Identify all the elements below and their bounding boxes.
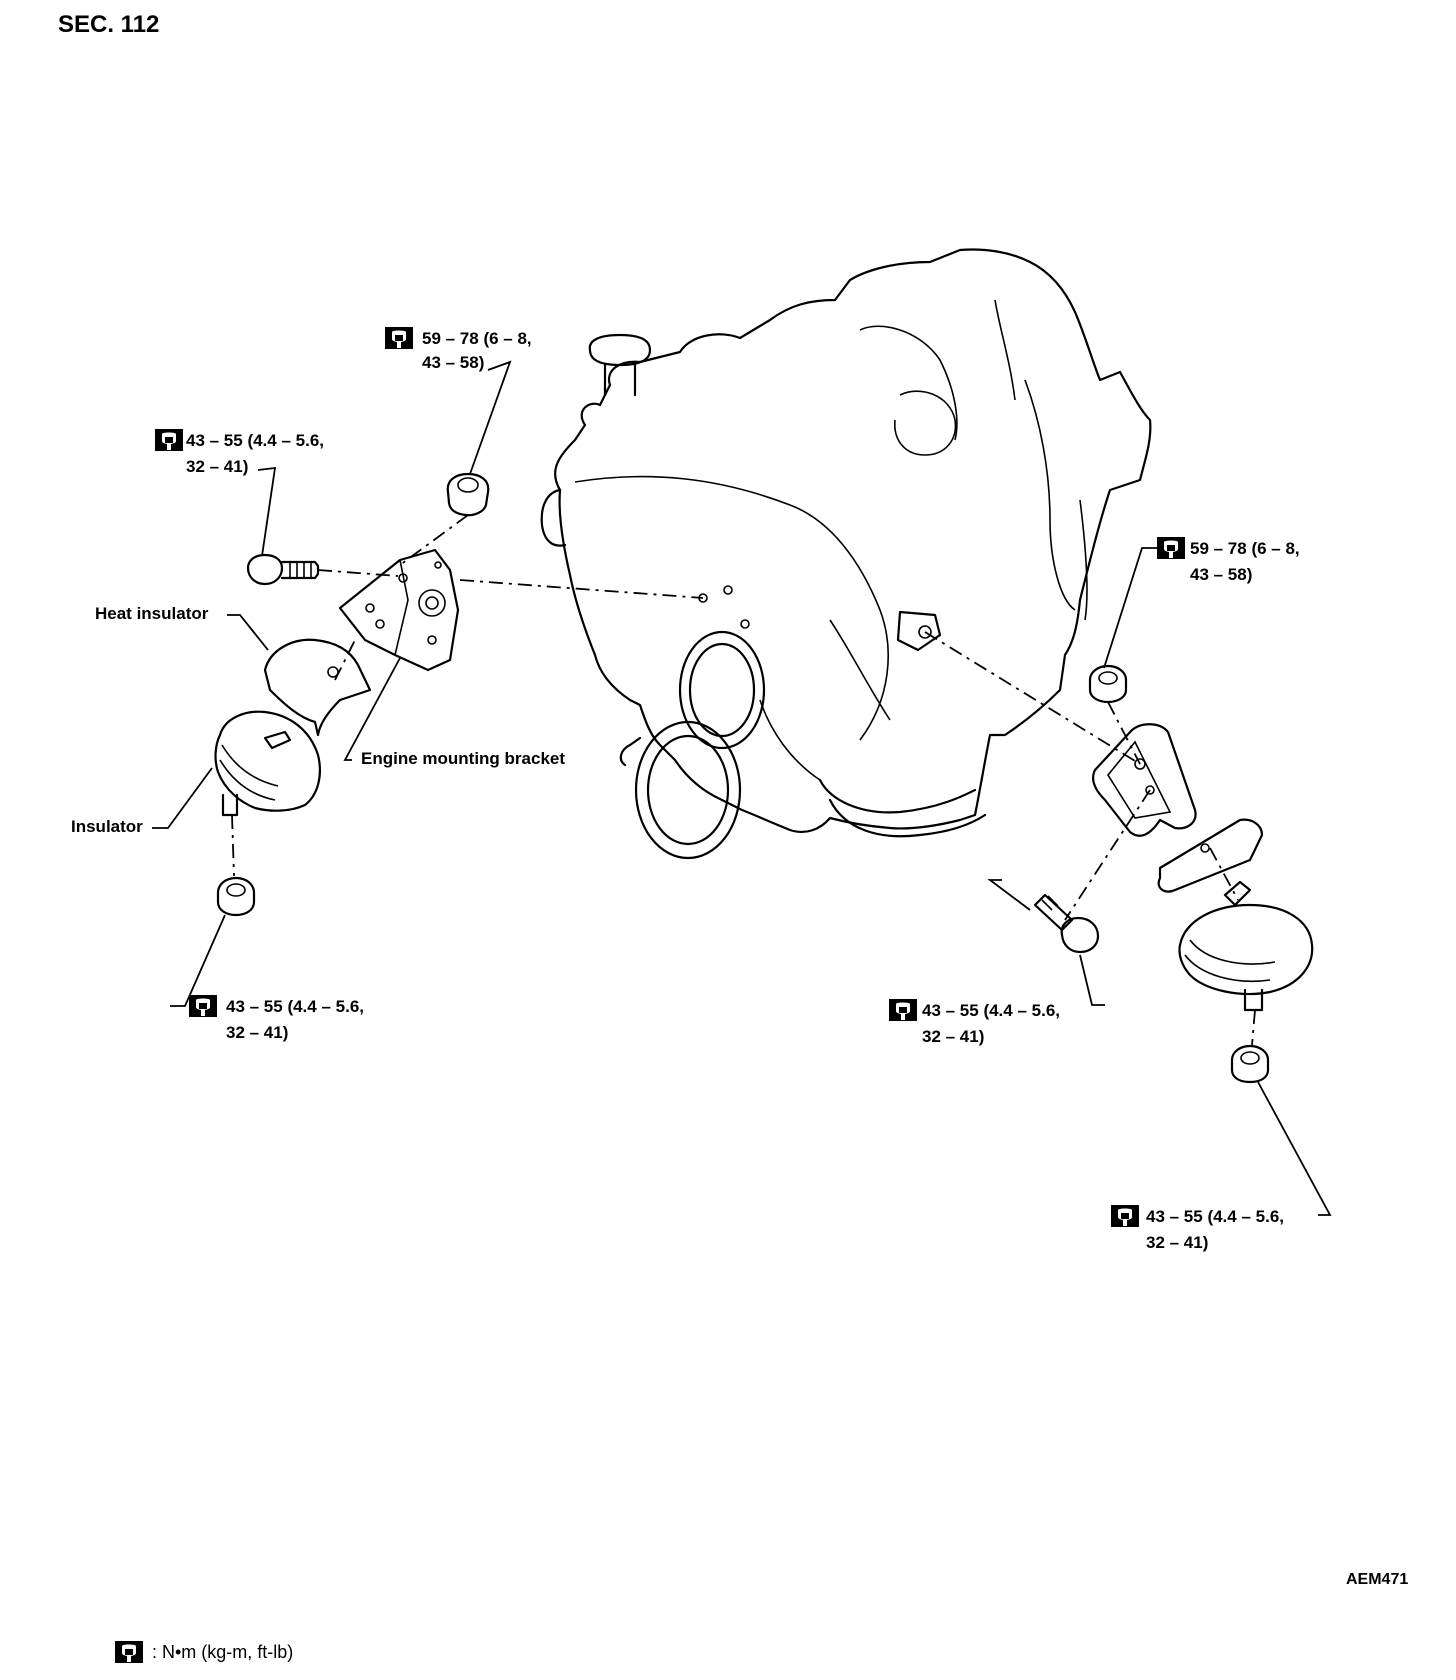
left-bolt-torque-line1: 43 – 55 (4.4 – 5.6, bbox=[186, 431, 324, 450]
engine-block bbox=[540, 248, 1152, 860]
torque-wrench-icon bbox=[1157, 537, 1185, 559]
right-insulator bbox=[1178, 880, 1314, 1012]
left-bottom-nut bbox=[216, 876, 256, 917]
right-bottom-nut-torque-line2: 32 – 41) bbox=[1146, 1233, 1209, 1252]
left-insulator bbox=[214, 710, 322, 817]
insulator-label: Insulator bbox=[71, 817, 143, 836]
leader-lines bbox=[152, 360, 1332, 1216]
right-bolt-torque-line2: 32 – 41) bbox=[922, 1027, 985, 1046]
legend-text: : N•m (kg-m, ft-lb) bbox=[152, 1642, 294, 1662]
torque-wrench-icon bbox=[889, 999, 917, 1021]
torque-wrench-icon bbox=[189, 995, 217, 1017]
right-bolt bbox=[1033, 893, 1100, 954]
torque-wrench-icon bbox=[385, 327, 413, 349]
top-nut-torque-line1: 59 – 78 (6 – 8, bbox=[422, 329, 532, 348]
right-engine-mounting-bracket bbox=[1091, 723, 1197, 837]
top-nut-torque-line2: 43 – 58) bbox=[422, 353, 485, 372]
left-bolt bbox=[246, 553, 320, 586]
assembly-lines bbox=[231, 514, 1256, 1046]
torque-wrench-icon bbox=[115, 1641, 143, 1663]
section-number: SEC. 112 bbox=[58, 11, 160, 38]
right-bottom-nut bbox=[1230, 1044, 1270, 1084]
left-bolt-torque-line2: 32 – 41) bbox=[186, 457, 249, 476]
left-heat-insulator bbox=[263, 638, 372, 737]
right-nut-torque-line1: 59 – 78 (6 – 8, bbox=[1190, 539, 1300, 558]
left-bottom-nut-torque-line2: 32 – 41) bbox=[226, 1023, 289, 1042]
torque-wrench-icon bbox=[155, 429, 183, 451]
engine-mounting-bracket-label: Engine mounting bracket bbox=[361, 749, 566, 768]
right-heat-insulator bbox=[1157, 818, 1264, 893]
left-top-nut bbox=[446, 472, 490, 517]
left-engine-mounting-bracket bbox=[338, 548, 460, 672]
heat-insulator-label: Heat insulator bbox=[95, 604, 209, 623]
torque-wrench-icon bbox=[1111, 1205, 1139, 1227]
right-nut-torque-line2: 43 – 58) bbox=[1190, 565, 1253, 584]
right-bolt-torque-line1: 43 – 55 (4.4 – 5.6, bbox=[922, 1001, 1060, 1020]
right-bottom-nut-torque-line1: 43 – 55 (4.4 – 5.6, bbox=[1146, 1207, 1284, 1226]
right-top-nut bbox=[1088, 664, 1128, 704]
left-bottom-nut-torque-line1: 43 – 55 (4.4 – 5.6, bbox=[226, 997, 364, 1016]
figure-code: AEM471 bbox=[1346, 1571, 1409, 1588]
